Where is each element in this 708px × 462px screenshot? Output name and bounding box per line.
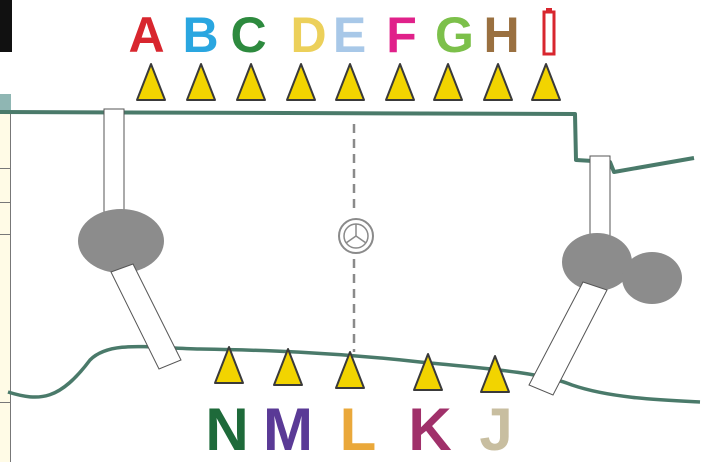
right-pier-lower bbox=[528, 281, 608, 396]
bottom-shoreline bbox=[7, 344, 701, 404]
right-island-secondary bbox=[622, 252, 682, 304]
station-label-l: L bbox=[340, 396, 377, 462]
station-label-i-dot bbox=[546, 8, 552, 12]
trap-marker-j bbox=[480, 355, 510, 393]
trap-marker-a bbox=[136, 63, 166, 101]
table-rule bbox=[0, 234, 11, 235]
station-label-f: F bbox=[386, 7, 416, 63]
station-label-c: C bbox=[230, 7, 265, 63]
station-label-d: D bbox=[290, 7, 325, 63]
trap-marker-c bbox=[236, 63, 266, 101]
table-rule bbox=[0, 402, 11, 403]
station-label-k: K bbox=[408, 396, 451, 462]
trap-marker-l bbox=[335, 351, 365, 389]
station-label-a: A bbox=[128, 7, 163, 63]
station-label-g: G bbox=[435, 7, 473, 63]
left-pier-lower bbox=[110, 263, 182, 370]
trap-marker-b bbox=[186, 63, 216, 101]
trap-marker-k bbox=[413, 353, 443, 391]
station-label-j: J bbox=[479, 396, 512, 462]
left-island bbox=[78, 209, 164, 273]
trap-marker-e bbox=[335, 63, 365, 101]
station-label-b: B bbox=[182, 7, 217, 63]
station-label-n: N bbox=[205, 396, 248, 462]
station-label-m: M bbox=[263, 396, 313, 462]
right-pier-upper bbox=[589, 155, 611, 245]
table-rule bbox=[0, 168, 11, 169]
right-island-main bbox=[562, 233, 632, 291]
trap-marker-f bbox=[385, 63, 415, 101]
station-label-i-glyph bbox=[542, 10, 556, 56]
trap-marker-g bbox=[433, 63, 463, 101]
station-label-h: H bbox=[483, 7, 518, 63]
peace-symbol-icon bbox=[336, 214, 376, 258]
table-rule bbox=[0, 202, 11, 203]
station-label-e: E bbox=[333, 7, 365, 63]
trap-marker-d bbox=[286, 63, 316, 101]
trap-marker-n bbox=[214, 346, 244, 384]
trap-marker-h bbox=[483, 63, 513, 101]
trap-marker-m bbox=[273, 348, 303, 386]
table-panel-header bbox=[0, 94, 11, 112]
trap-marker-i bbox=[531, 63, 561, 101]
dark-panel-edge bbox=[0, 0, 12, 52]
